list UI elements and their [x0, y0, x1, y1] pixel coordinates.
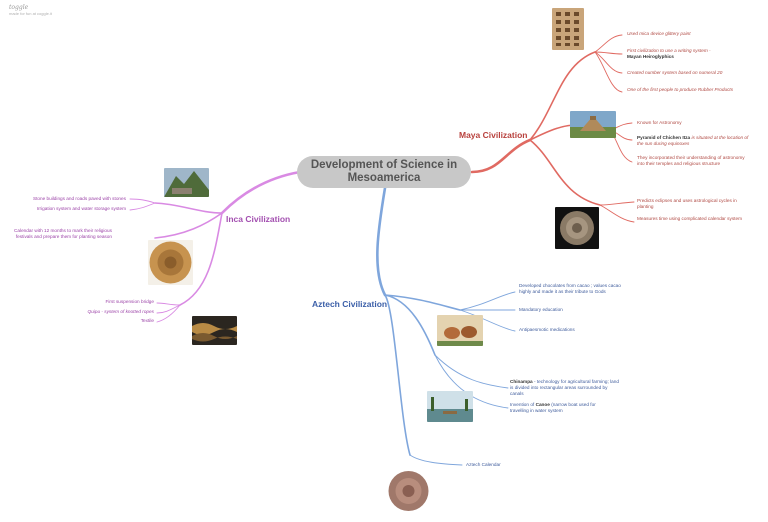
aztec-chinampa-emph: Chinampa [510, 379, 533, 384]
maya-node-chichen-itza[interactable]: Pyramid of Chichen Itza is situated at t… [637, 135, 753, 147]
maya-node-writing[interactable]: First civilization to use a writing syst… [627, 48, 747, 60]
aztec-node-chocolate[interactable]: Developed chocolates from cacao ; values… [519, 283, 621, 295]
maya-node-calendar[interactable]: Measures time using complicated calendar… [637, 216, 742, 221]
inca-node-stone-buildings[interactable]: Stone buildings and roads paved with sto… [32, 196, 126, 201]
aztec-canoe-rest: (narrow boat used for travelling in wate… [510, 402, 596, 414]
aztec-node-calendar[interactable]: Aztech Calendar [466, 462, 501, 467]
maya-node-eclipses[interactable]: Predicts eclipses and uses astrological … [637, 198, 737, 210]
inca-textile-image [192, 316, 237, 345]
aztec-canoe-emph: Canoe [535, 402, 550, 407]
aztec-node-chinampa[interactable]: Chinampa - technology for agricultural f… [510, 379, 620, 397]
central-topic-node[interactable]: Development of Science in Mesoamerica [297, 156, 471, 188]
brand-tagline: made for fun at coggle.it [9, 10, 52, 16]
brand-name: toggle [9, 4, 29, 11]
aztec-canoe-prefix: Invention of [510, 402, 535, 407]
maya-node-temples[interactable]: They incorporated their understanding of… [637, 155, 745, 167]
aztec-node-education[interactable]: Mandatory education [519, 307, 563, 312]
inca-trunk-connector [220, 170, 302, 215]
chichen-itza-pyramid-image [570, 111, 616, 138]
brand-watermark: toggle made for fun at coggle.it [9, 4, 52, 16]
inca-node-textile[interactable]: Textile [140, 318, 154, 323]
maya-chichen-emph: Pyramid of Chichen Itza [637, 135, 691, 140]
maya-node-astronomy[interactable]: Known for Astronomy [637, 120, 682, 125]
maya-node-number-system[interactable]: Created number system based on numeral 2… [627, 70, 723, 75]
inca-sun-disk-image [148, 240, 193, 285]
aztec-calendar-stone-image [387, 470, 430, 512]
aztec-branch-label[interactable]: Aztech Civilization [312, 299, 388, 309]
maya-calendar-stone-image [555, 207, 599, 249]
inca-node-quipu[interactable]: Quipu - system of knotted ropes [87, 309, 154, 314]
maya-trunk-connector [470, 138, 532, 174]
aztec-node-medications[interactable]: Antipaesmotic medications [519, 327, 575, 332]
maya-node-rubber[interactable]: One of the first people to produce Rubbe… [627, 87, 734, 92]
maya-glyph-tablet-image [552, 8, 584, 50]
machu-picchu-image [164, 168, 209, 197]
aztec-codex-painting-image [437, 315, 483, 346]
inca-branch-label[interactable]: Inca Civilization [226, 214, 291, 224]
maya-writing-emph: Mayan Heiroglyphics [627, 54, 674, 60]
inca-node-irrigation[interactable]: Irrigation system and water storage syst… [36, 206, 126, 211]
inca-node-suspension-bridge[interactable]: First suspension bridge [105, 299, 154, 304]
chinampa-canal-image [427, 391, 473, 422]
maya-writing-prefix: First civilization to use a writing syst… [627, 48, 711, 53]
aztec-chinampa-rest: - technology for agricultural farming; l… [510, 379, 619, 397]
inca-node-calendar[interactable]: Calendar with 12 months to mark their re… [14, 228, 112, 240]
aztec-node-canoe[interactable]: Invention of Canoe (narrow boat used for… [510, 402, 610, 414]
maya-node-mica-paint[interactable]: Used mica device glittery paint [627, 31, 691, 36]
aztec-trunk-connector [376, 186, 387, 297]
maya-chichen-rest: is situated at the location of the sun d… [637, 135, 749, 147]
maya-branch-label[interactable]: Maya Civilization [459, 130, 528, 140]
